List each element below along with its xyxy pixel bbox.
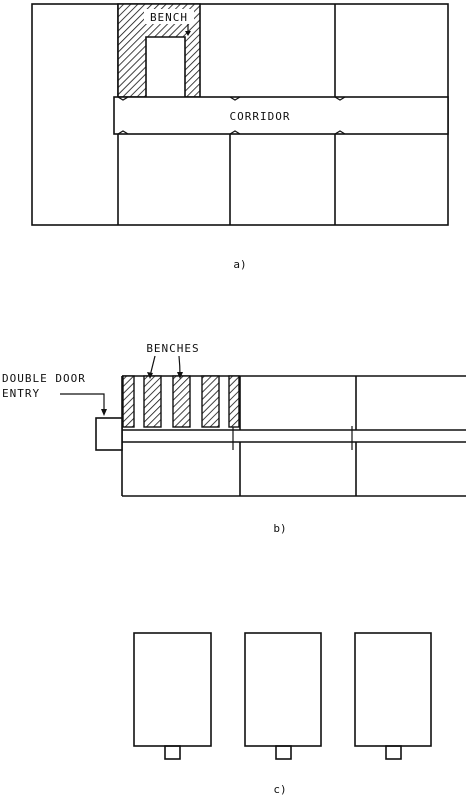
bench-4 xyxy=(201,375,220,428)
figure-c-caption: c) xyxy=(273,783,286,796)
double-door-entry xyxy=(95,417,123,451)
figure-b: BENCHES DOUBLE DOOR ENTRY b) xyxy=(2,342,466,535)
entry-label-line1: DOUBLE DOOR xyxy=(2,372,86,385)
module-1 xyxy=(133,632,212,747)
bench-2 xyxy=(143,375,162,428)
corridor xyxy=(113,96,449,135)
figure-c: c) xyxy=(133,632,432,796)
figure-b-caption: b) xyxy=(273,522,286,535)
module-2-entry xyxy=(275,745,292,760)
bench-3 xyxy=(172,375,191,428)
module-1-entry xyxy=(164,745,181,760)
benches-label: BENCHES xyxy=(146,342,199,355)
module-3 xyxy=(354,632,432,747)
bench-1 xyxy=(122,375,135,428)
benches-group xyxy=(122,375,240,428)
figure-a-caption: a) xyxy=(233,258,246,271)
bench-label: BENCH xyxy=(150,11,188,24)
module-3-entry xyxy=(385,745,402,760)
module-2 xyxy=(244,632,322,747)
corridor-label: CORRIDOR xyxy=(230,110,291,123)
figure-a: BENCH CORRIDOR a) xyxy=(31,3,449,271)
entry-label-line2: ENTRY xyxy=(2,387,40,400)
bench-5 xyxy=(228,375,240,428)
